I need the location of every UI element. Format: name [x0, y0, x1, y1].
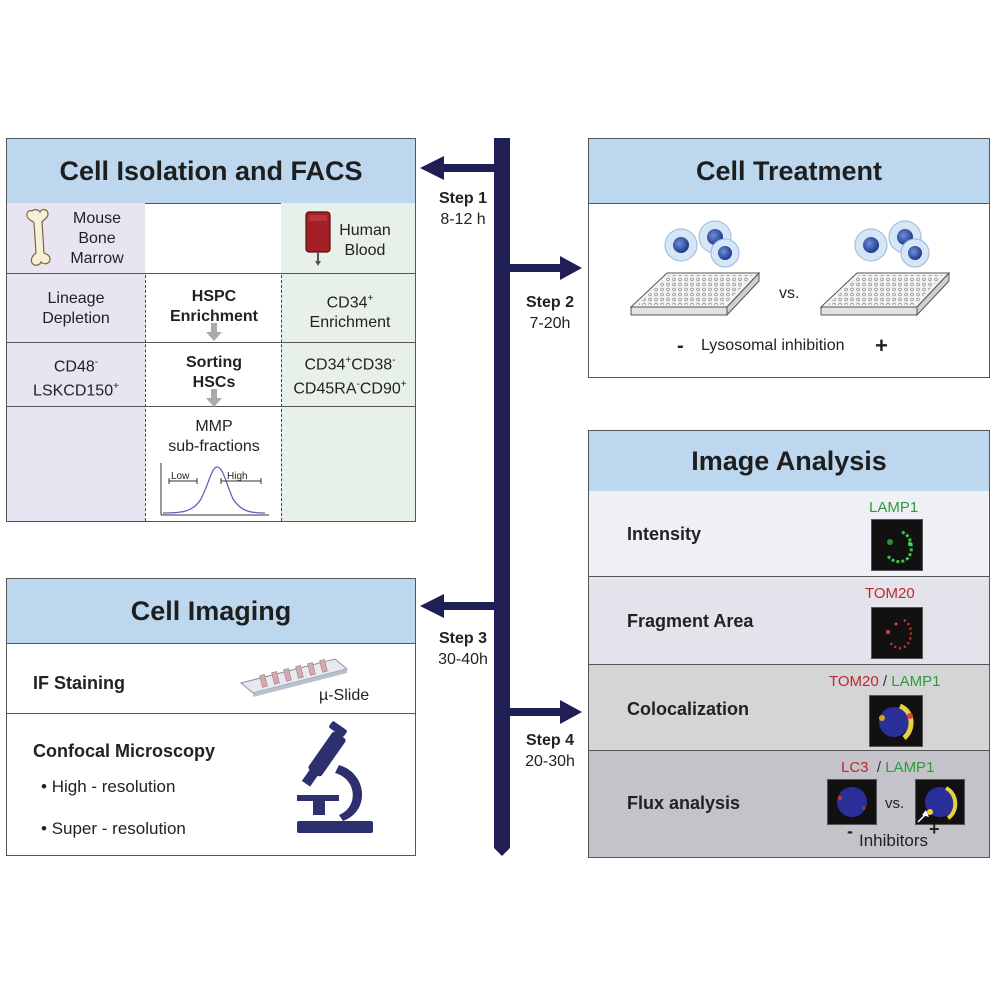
coloc-stain-label: TOM20 / LAMP1	[829, 673, 941, 690]
fragment-stain-label: TOM20	[865, 585, 915, 602]
inhibitors-label: Inhibitors	[859, 831, 928, 850]
treatment-panel: Cell Treatment vs.	[588, 138, 990, 378]
tom20-micrograph	[871, 607, 923, 659]
high-label: High	[227, 471, 248, 482]
treatment-minus: -	[677, 335, 684, 357]
treatment-title: Cell Treatment	[589, 139, 989, 204]
analysis-panel: Image Analysis Intensity LAMP1 Fragment …	[588, 430, 990, 858]
high-resolution-item: • High - resolution	[41, 777, 176, 796]
well-plate-untreated	[629, 220, 761, 317]
human-column-bg	[281, 203, 415, 521]
flux-stain-label: LC3 / LAMP1	[841, 759, 935, 776]
microscope-icon	[297, 721, 373, 833]
step3-arrow	[420, 594, 496, 618]
flux-vs: vs.	[885, 795, 905, 812]
coloc-micrograph	[869, 695, 923, 747]
mmp-histogram	[160, 463, 269, 516]
cell-cluster-icon	[664, 220, 740, 268]
low-label: Low	[171, 471, 190, 482]
down-arrow-icon	[206, 389, 222, 407]
step4-arrow	[508, 700, 582, 724]
bone-icon	[26, 208, 51, 266]
timeline-spine	[494, 138, 510, 856]
fragment-row: Fragment Area TOM20	[589, 577, 989, 665]
treatment-plus: +	[875, 333, 888, 358]
well-plate-treated	[819, 220, 951, 317]
if-staining-label: IF Staining	[33, 673, 125, 693]
mouse-hsc-markers: CD48- LSKCD150+	[33, 357, 119, 400]
fragment-label: Fragment Area	[627, 611, 754, 631]
intensity-stain-label: LAMP1	[869, 499, 919, 516]
step2-arrow	[508, 256, 582, 280]
facs-title: Cell Isolation and FACS	[7, 139, 415, 204]
flux-label: Flux analysis	[627, 793, 741, 813]
colocalization-row: Colocalization TOM20 / LAMP1	[589, 665, 989, 751]
intensity-label: Intensity	[627, 524, 702, 544]
down-arrow-icon	[206, 323, 222, 341]
treatment-caption: Lysosomal inhibition	[701, 337, 845, 354]
imaging-title: Cell Imaging	[7, 579, 415, 644]
flux-untreated-micrograph	[827, 779, 877, 825]
mu-slide-label: µ-Slide	[319, 687, 370, 704]
flux-minus: -	[847, 821, 853, 841]
mu-slide-icon	[239, 658, 349, 697]
lamp1-micrograph	[871, 519, 923, 571]
mouse-column-bg	[7, 203, 145, 521]
colocalization-label: Colocalization	[627, 699, 750, 719]
flux-treated-micrograph	[915, 779, 965, 825]
super-resolution-item: • Super - resolution	[41, 819, 186, 838]
human-hsc-markers: CD34+CD38- CD45RA-CD90+	[293, 355, 407, 398]
cell-cluster-icon	[854, 220, 930, 268]
blood-bag-icon	[305, 211, 331, 266]
step1-arrow	[420, 156, 496, 180]
confocal-label: Confocal Microscopy	[33, 741, 216, 761]
imaging-panel: Cell Imaging IF Staining µ-Slide Confoca…	[6, 578, 416, 856]
treatment-vs: vs.	[779, 285, 800, 302]
analysis-title: Image Analysis	[589, 431, 989, 492]
flux-plus: +	[929, 819, 940, 839]
flux-row: Flux analysis LC3 / LAMP1 vs. - + Inhibi…	[589, 751, 989, 857]
intensity-row: Intensity LAMP1	[589, 491, 989, 577]
cd34-enrichment: CD34+Enrichment	[309, 293, 391, 332]
